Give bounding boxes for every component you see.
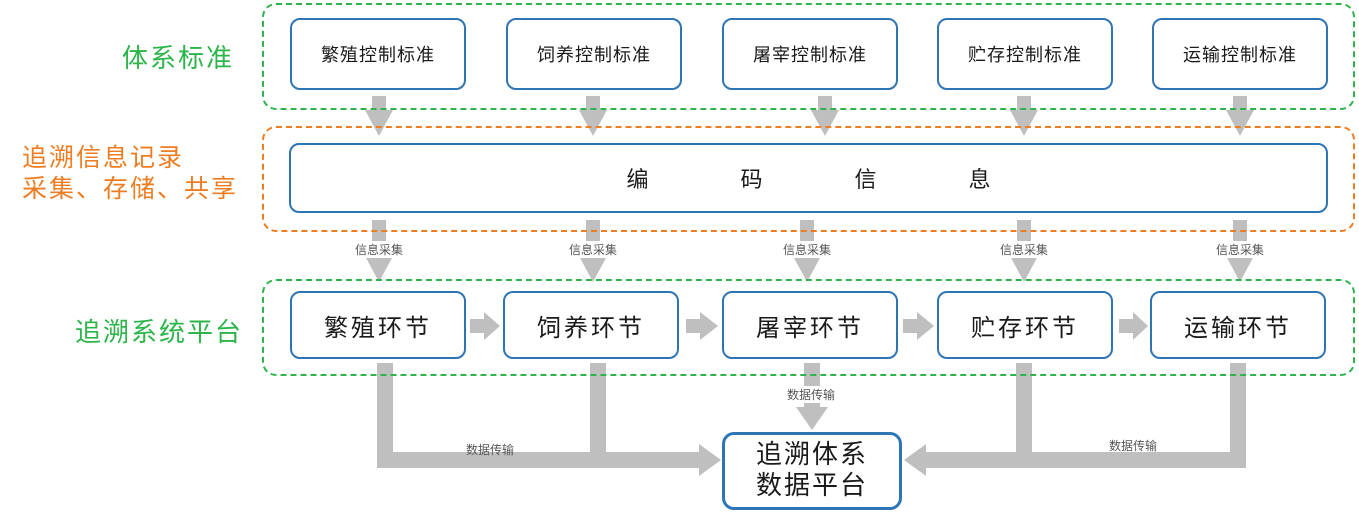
row-label-records-line1: 追溯信息记录 [22,143,185,172]
right-arrow [470,312,500,340]
standard-box-feeding: 饲养控制标准 [506,18,682,90]
transmission-label: 数据传输 [784,386,838,403]
down-arrow [811,96,839,136]
standard-box-storage: 贮存控制标准 [937,18,1113,90]
data-platform-box: 追溯体系 数据平台 [722,432,902,510]
transmission-path-right [904,363,1246,476]
row-label-platform: 追溯系统平台 [75,318,244,348]
row-label-standards: 体系标准 [122,44,235,74]
row-label-records: 追溯信息记录 采集、存储、共享 [22,142,238,205]
transmission-label: 数据传输 [465,443,515,457]
data-platform-line1: 追溯体系 [755,439,868,470]
platform-group [262,279,1355,376]
collection-label: 信息采集 [780,241,834,258]
right-arrow [903,312,934,340]
standard-box-breeding: 繁殖控制标准 [290,18,466,90]
stage-box-breeding: 繁殖环节 [290,291,466,359]
down-arrow [1226,96,1254,136]
standard-box-transport: 运输控制标准 [1152,18,1328,90]
stage-box-storage: 贮存环节 [937,291,1113,359]
standards-group [262,3,1355,110]
data-platform-line2: 数据平台 [755,471,868,501]
collection-label: 信息采集 [997,241,1051,258]
collection-label: 信息采集 [566,241,620,258]
row-label-records-line2: 采集、存储、共享 [22,174,239,204]
down-arrow [579,96,607,136]
right-arrow [686,312,718,340]
stage-box-feeding: 饲养环节 [503,291,679,359]
records-group [262,126,1355,232]
transmission-path-left [377,363,721,476]
coding-info-box: 编码信息 [289,143,1328,213]
stage-box-slaughter: 屠宰环节 [722,291,898,359]
down-arrow [365,96,393,136]
collection-label: 信息采集 [1213,241,1267,258]
collection-label: 信息采集 [352,241,406,258]
standard-box-slaughter: 屠宰控制标准 [722,18,898,90]
down-arrow [1010,96,1038,136]
right-arrow [1119,312,1148,340]
transmission-label: 数据传输 [1108,439,1158,453]
stage-box-transport: 运输环节 [1150,291,1326,359]
